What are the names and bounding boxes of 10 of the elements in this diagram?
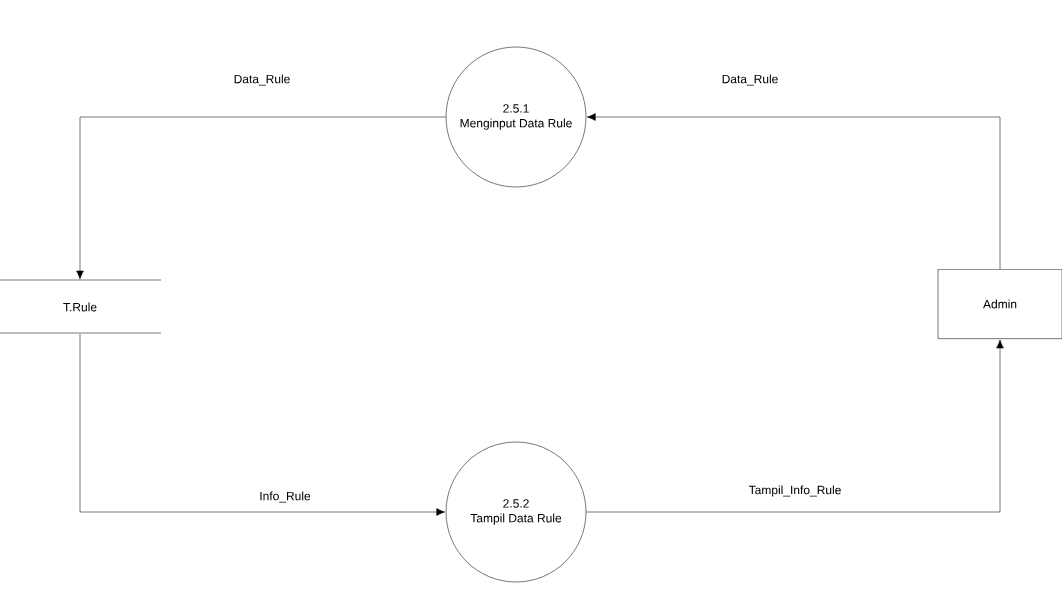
data-store: T.Rule <box>0 279 162 334</box>
edge-label: Data_Rule <box>232 73 292 87</box>
edge-label: Data_Rule <box>720 73 780 87</box>
entity-box: Admin <box>937 269 1062 339</box>
edge-label: Tampil_Info_Rule <box>747 484 843 498</box>
arrow <box>587 113 1001 270</box>
arrow <box>76 116 446 280</box>
arrow <box>79 333 446 516</box>
edge-label: Info_Rule <box>258 490 312 504</box>
arrow <box>586 339 1004 513</box>
